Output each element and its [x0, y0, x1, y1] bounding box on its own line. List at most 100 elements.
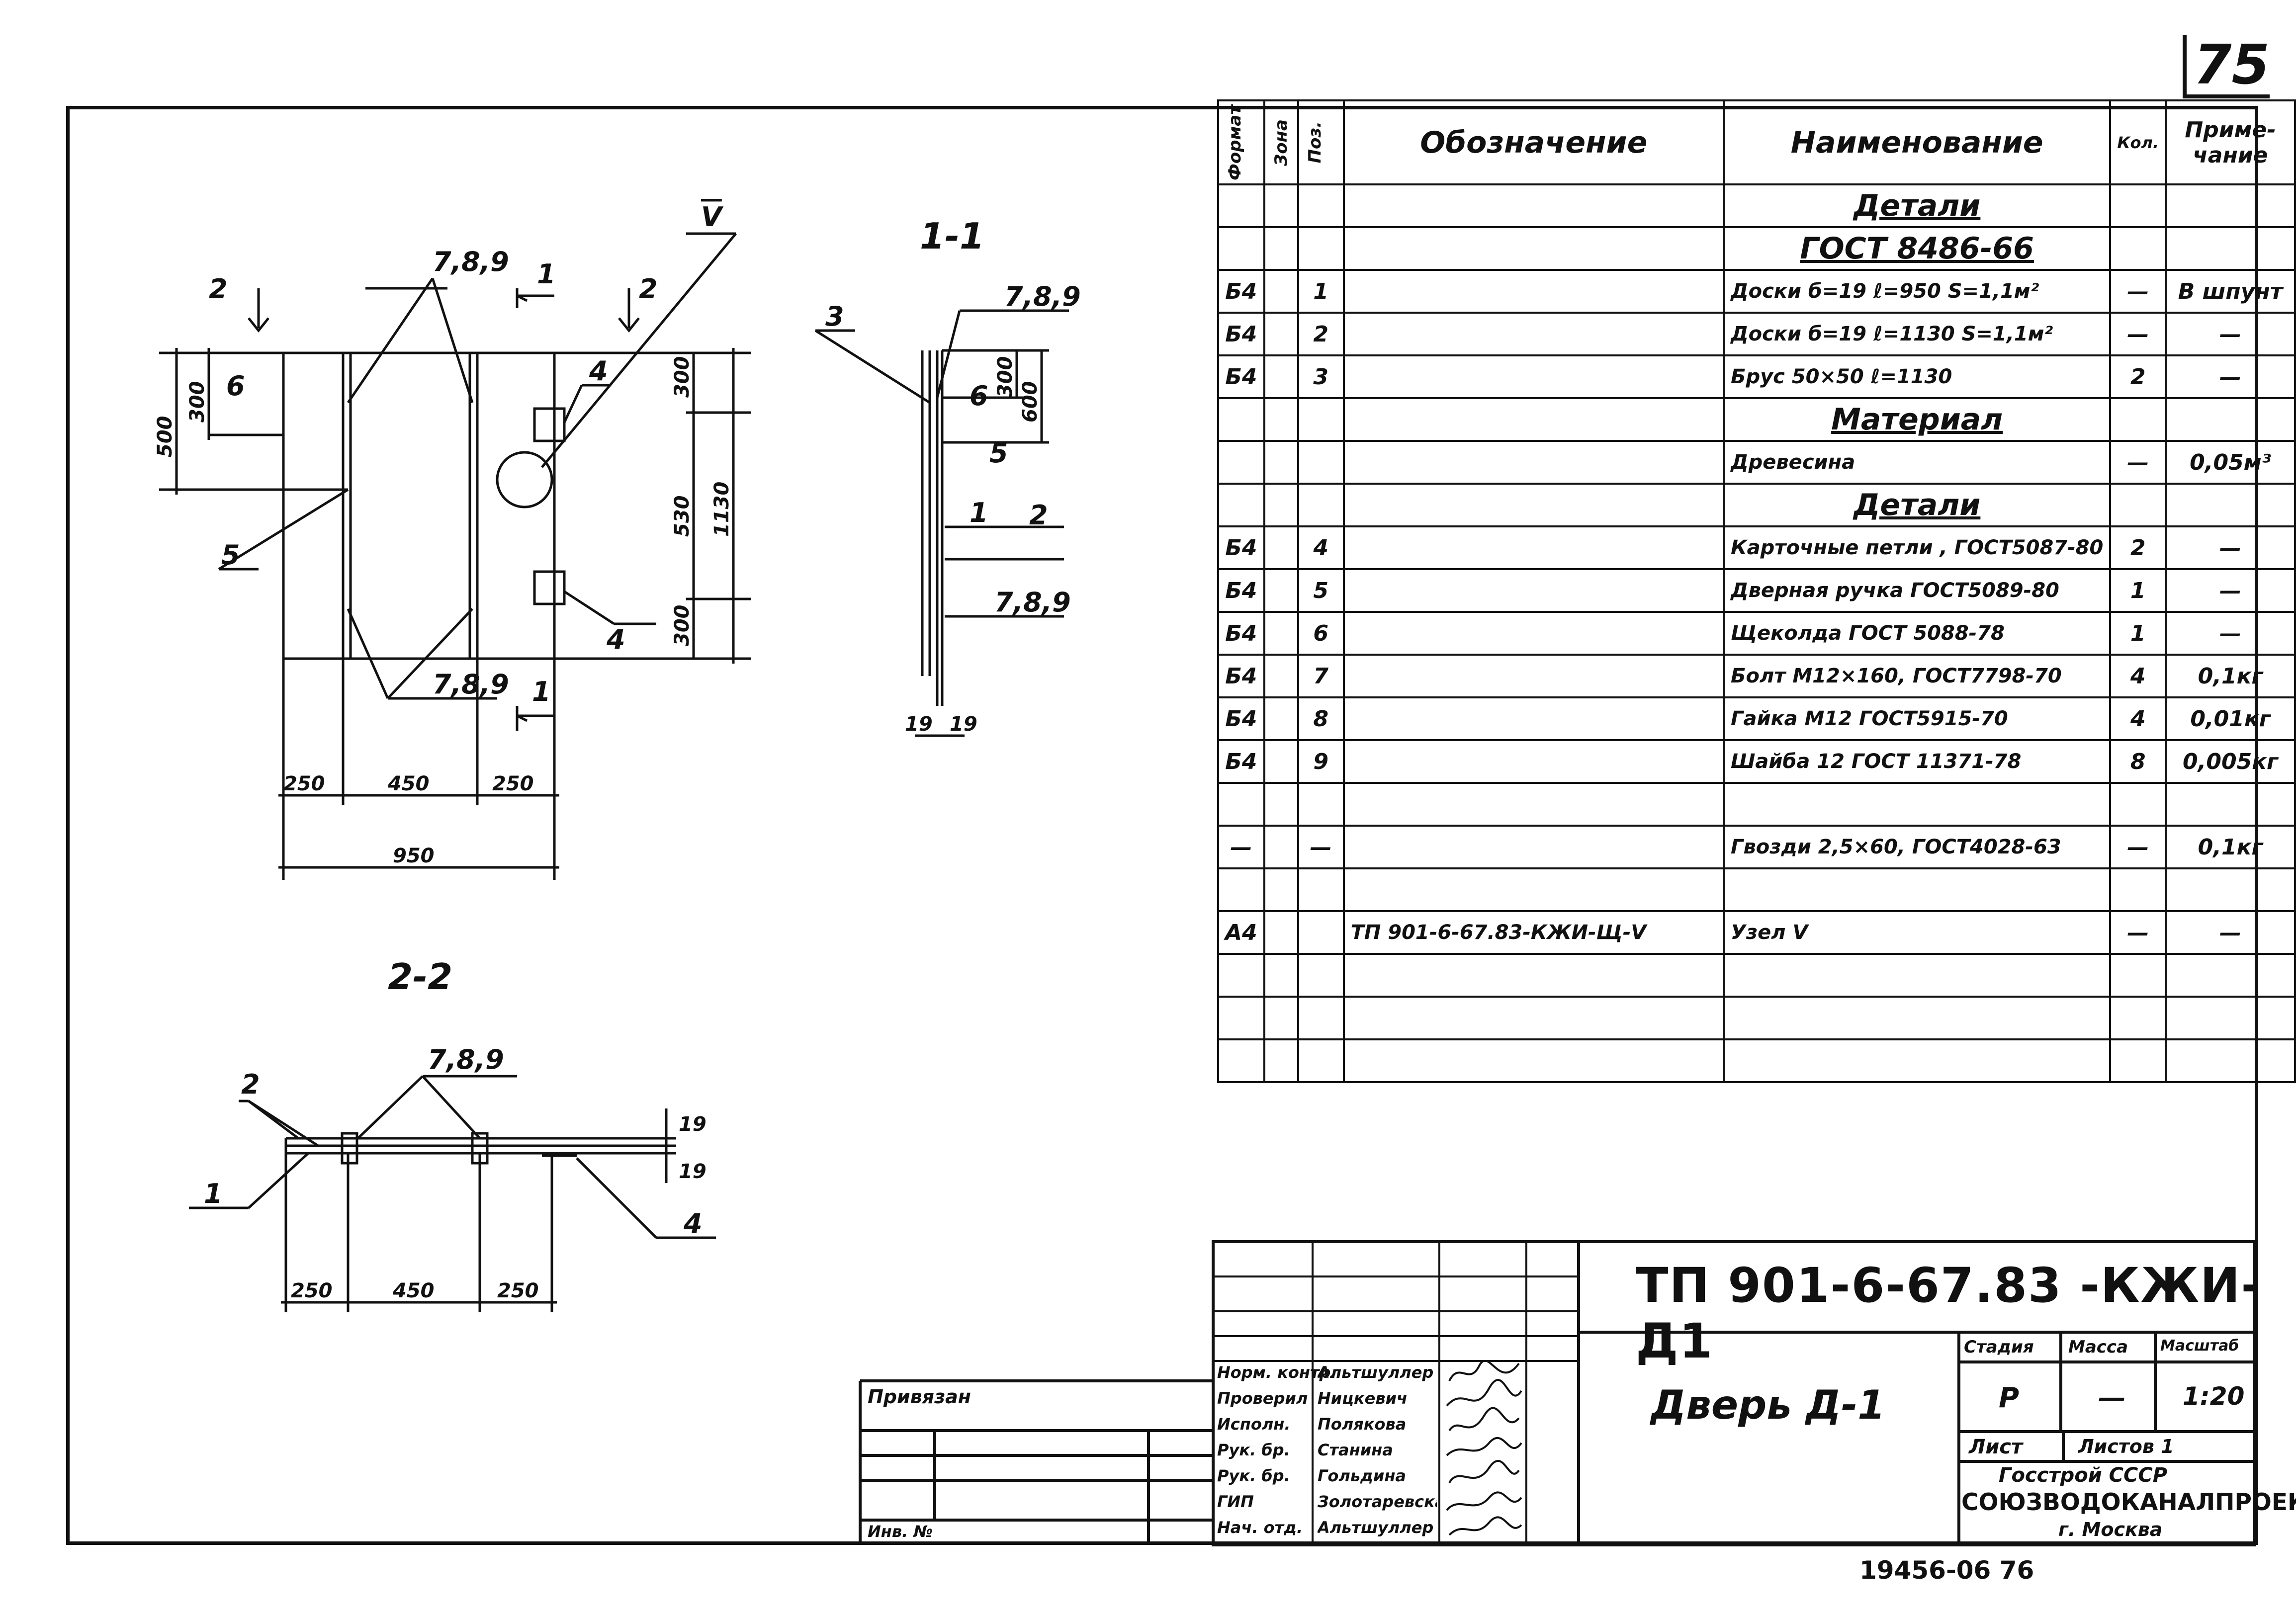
spec-zone [1263, 1038, 1299, 1083]
spec-note [2165, 1038, 2296, 1083]
spec-zone [1263, 568, 1299, 613]
spec-format: — [1217, 825, 1265, 869]
mark-789s: 7,8,9 [428, 1044, 504, 1075]
dim-500: 500 [154, 416, 177, 458]
org-line-2: СОЮЗВОДОКАНАЛПРОЕКТ [1961, 1489, 2296, 1516]
mark-V: V [701, 201, 724, 233]
spec-zone [1263, 525, 1299, 570]
mark-1s: 1 [204, 1178, 223, 1209]
spec-name: Болт М12×160, ГОСТ7798-70 [1722, 654, 2112, 698]
spec-designation [1342, 269, 1725, 314]
mark-6r: 6 [970, 380, 988, 412]
spec-cell-empty [1342, 183, 1725, 228]
spec-note: — [2165, 525, 2296, 570]
spec-name: Брус 50×50 ℓ=1130 [1722, 354, 2112, 399]
spec-zone [1263, 611, 1299, 656]
hdr-name: Наименование [1722, 99, 2112, 185]
spec-zone [1263, 825, 1299, 869]
spec-format: А4 [1217, 910, 1265, 955]
spec-name [1722, 867, 2112, 912]
spec-row [1217, 1038, 2296, 1083]
spec-qty [2109, 1038, 2167, 1083]
dim-250b: 250 [492, 772, 534, 795]
section-1-1-label: 1-1 [920, 215, 984, 257]
spec-pos: 7 [1297, 654, 1345, 698]
spec-format [1217, 1038, 1265, 1083]
mark-789-r2: 7,8,9 [994, 587, 1071, 618]
spec-format: Б4 [1217, 739, 1265, 784]
spec-zone [1263, 953, 1299, 998]
sheet-number: 75 [2183, 35, 2270, 98]
spec-cell-empty [2165, 483, 2296, 527]
dim-19s1: 19 [679, 1113, 706, 1136]
spec-name: Доски б=19 ℓ=950 S=1,1м² [1722, 269, 2112, 314]
mark-789-top: 7,8,9 [433, 246, 509, 277]
mark-789-mid: 7,8,9 [433, 669, 509, 700]
spec-pos [1297, 910, 1345, 955]
mark-2s: 2 [241, 1069, 260, 1100]
spec-zone [1263, 440, 1299, 485]
org-line-1: Госстрой СССР [1999, 1464, 2168, 1487]
spec-name: Гвозди 2,5×60, ГОСТ4028-63 [1722, 825, 2112, 869]
spec-pos [1297, 1038, 1345, 1083]
spec-format: Б4 [1217, 269, 1265, 314]
dim-300c: 300 [671, 605, 694, 647]
spec-designation [1342, 825, 1725, 869]
spec-format [1217, 953, 1265, 998]
spec-format: Б4 [1217, 611, 1265, 656]
spec-name: Гайка М12 ГОСТ5915-70 [1722, 696, 2112, 741]
spec-section-title: ГОСТ 8486-66 [1722, 226, 2112, 271]
spec-pos: 5 [1297, 568, 1345, 613]
spec-cell-empty [1263, 226, 1299, 271]
spec-name: Карточные петли , ГОСТ5087-80 [1722, 525, 2112, 570]
spec-zone [1263, 696, 1299, 741]
spec-name: Шайба 12 ГОСТ 11371-78 [1722, 739, 2112, 784]
mark-2b: 2 [639, 273, 658, 305]
spec-format: Б4 [1217, 696, 1265, 741]
spec-qty [2109, 996, 2167, 1040]
spec-note [2165, 867, 2296, 912]
dim-300r: 300 [994, 356, 1017, 398]
spec-cell-empty [2109, 397, 2167, 442]
spec-qty: 2 [2109, 525, 2167, 570]
role-person: Станина [1318, 1441, 1393, 1459]
spec-pos: 1 [1297, 269, 1345, 314]
scale-value: 1:20 [2183, 1382, 2245, 1411]
spec-pos [1297, 953, 1345, 998]
spec-qty: 1 [2109, 568, 2167, 613]
spec-name [1722, 953, 2112, 998]
scale-label: Масштаб [2160, 1337, 2239, 1355]
spec-cell-empty [2109, 226, 2167, 271]
role-person: Альтшуллер [1318, 1363, 1434, 1382]
spec-note [2165, 996, 2296, 1040]
door-drawing: 250 450 250 950 250 450 250 19 19 19 19 … [154, 201, 1081, 1312]
spec-format [1217, 782, 1265, 827]
spec-header-row: Формат Зона Поз. Обозначение Наименовани… [1217, 99, 2296, 185]
spec-name: Доски б=19 ℓ=1130 S=1,1м² [1722, 312, 2112, 356]
role-label: Рук. бр. [1217, 1441, 1290, 1459]
spec-format: Б4 [1217, 525, 1265, 570]
spec-designation [1342, 782, 1725, 827]
spec-qty: — [2109, 440, 2167, 485]
spec-qty: — [2109, 269, 2167, 314]
mark-5: 5 [221, 539, 240, 571]
spec-name [1722, 782, 2112, 827]
sheets-label: Листов 1 [2078, 1436, 2174, 1457]
spec-note: 0,005кг [2165, 739, 2296, 784]
role-label: Нач. отд. [1217, 1518, 1303, 1537]
mark-4s: 4 [683, 1208, 703, 1239]
spec-note: — [2165, 568, 2296, 613]
stage-value: Р [1999, 1382, 2020, 1414]
spec-pos: 8 [1297, 696, 1345, 741]
spec-qty [2109, 953, 2167, 998]
spec-designation [1342, 312, 1725, 356]
spec-designation [1342, 568, 1725, 613]
spec-designation [1342, 867, 1725, 912]
spec-pos: 4 [1297, 525, 1345, 570]
role-label: Рук. бр. [1217, 1466, 1290, 1485]
spec-note: 0,1кг [2165, 825, 2296, 869]
